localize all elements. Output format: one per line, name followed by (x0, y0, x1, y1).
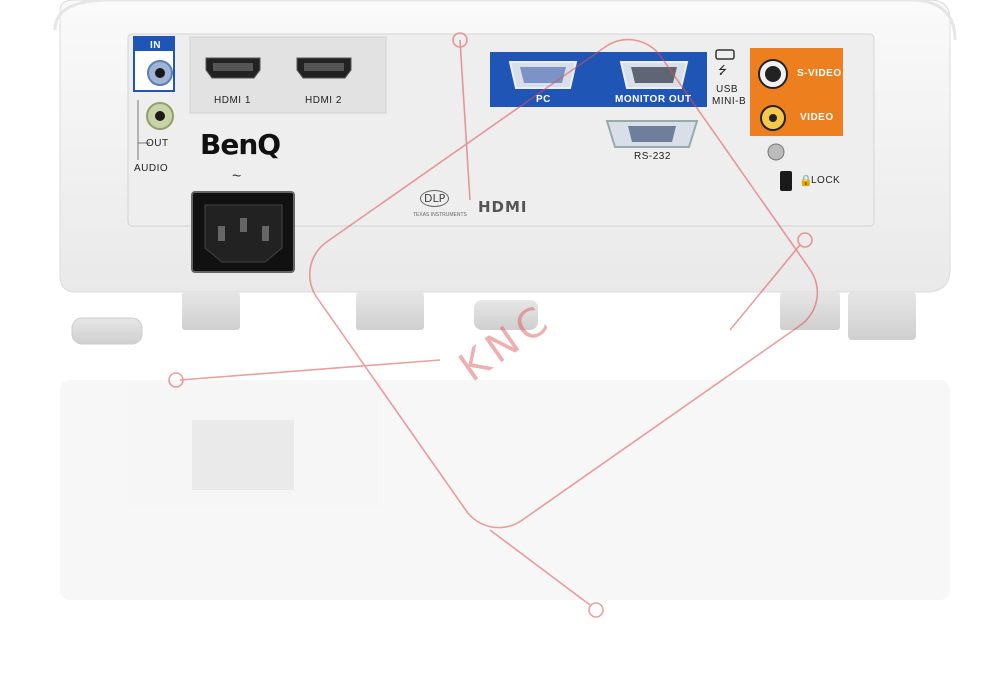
monitor-out-label: MONITOR OUT (615, 94, 692, 105)
video-label: VIDEO (800, 112, 834, 123)
foot (780, 292, 840, 330)
hdmi2-label: HDMI 2 (305, 95, 342, 106)
dlp-logo: DLP (420, 190, 450, 207)
foot (474, 300, 538, 330)
foot (848, 292, 916, 340)
lock-icon: 🔒 (799, 175, 813, 187)
usb-icon: ⭍ (718, 65, 728, 77)
rs232-label: RS-232 (634, 151, 671, 162)
hdmi1-label: HDMI 1 (214, 95, 251, 106)
ac-symbol: ~ (232, 168, 242, 185)
foot (356, 292, 424, 330)
mini-b-label: MINI-B (712, 96, 747, 107)
ti-logo-text: TEXAS INSTRUMENTS (413, 212, 467, 218)
lock-slot (780, 171, 792, 191)
brand-logo: BenQ (200, 128, 281, 161)
watermark (168, 32, 819, 618)
hdmi-logo: HDMI (478, 198, 528, 216)
audio-out-label: OUT (146, 138, 169, 149)
ground-screw (767, 143, 785, 161)
usb-label: USB (716, 84, 739, 95)
lock-label: LOCK (811, 175, 841, 186)
svideo-label: S-VIDEO (797, 68, 842, 79)
audio-in-label: IN (150, 40, 161, 51)
foot (182, 292, 240, 330)
foot (71, 317, 143, 345)
audio-label: AUDIO (134, 163, 169, 174)
usb-mini-port (715, 49, 735, 60)
pc-label: PC (536, 94, 551, 105)
